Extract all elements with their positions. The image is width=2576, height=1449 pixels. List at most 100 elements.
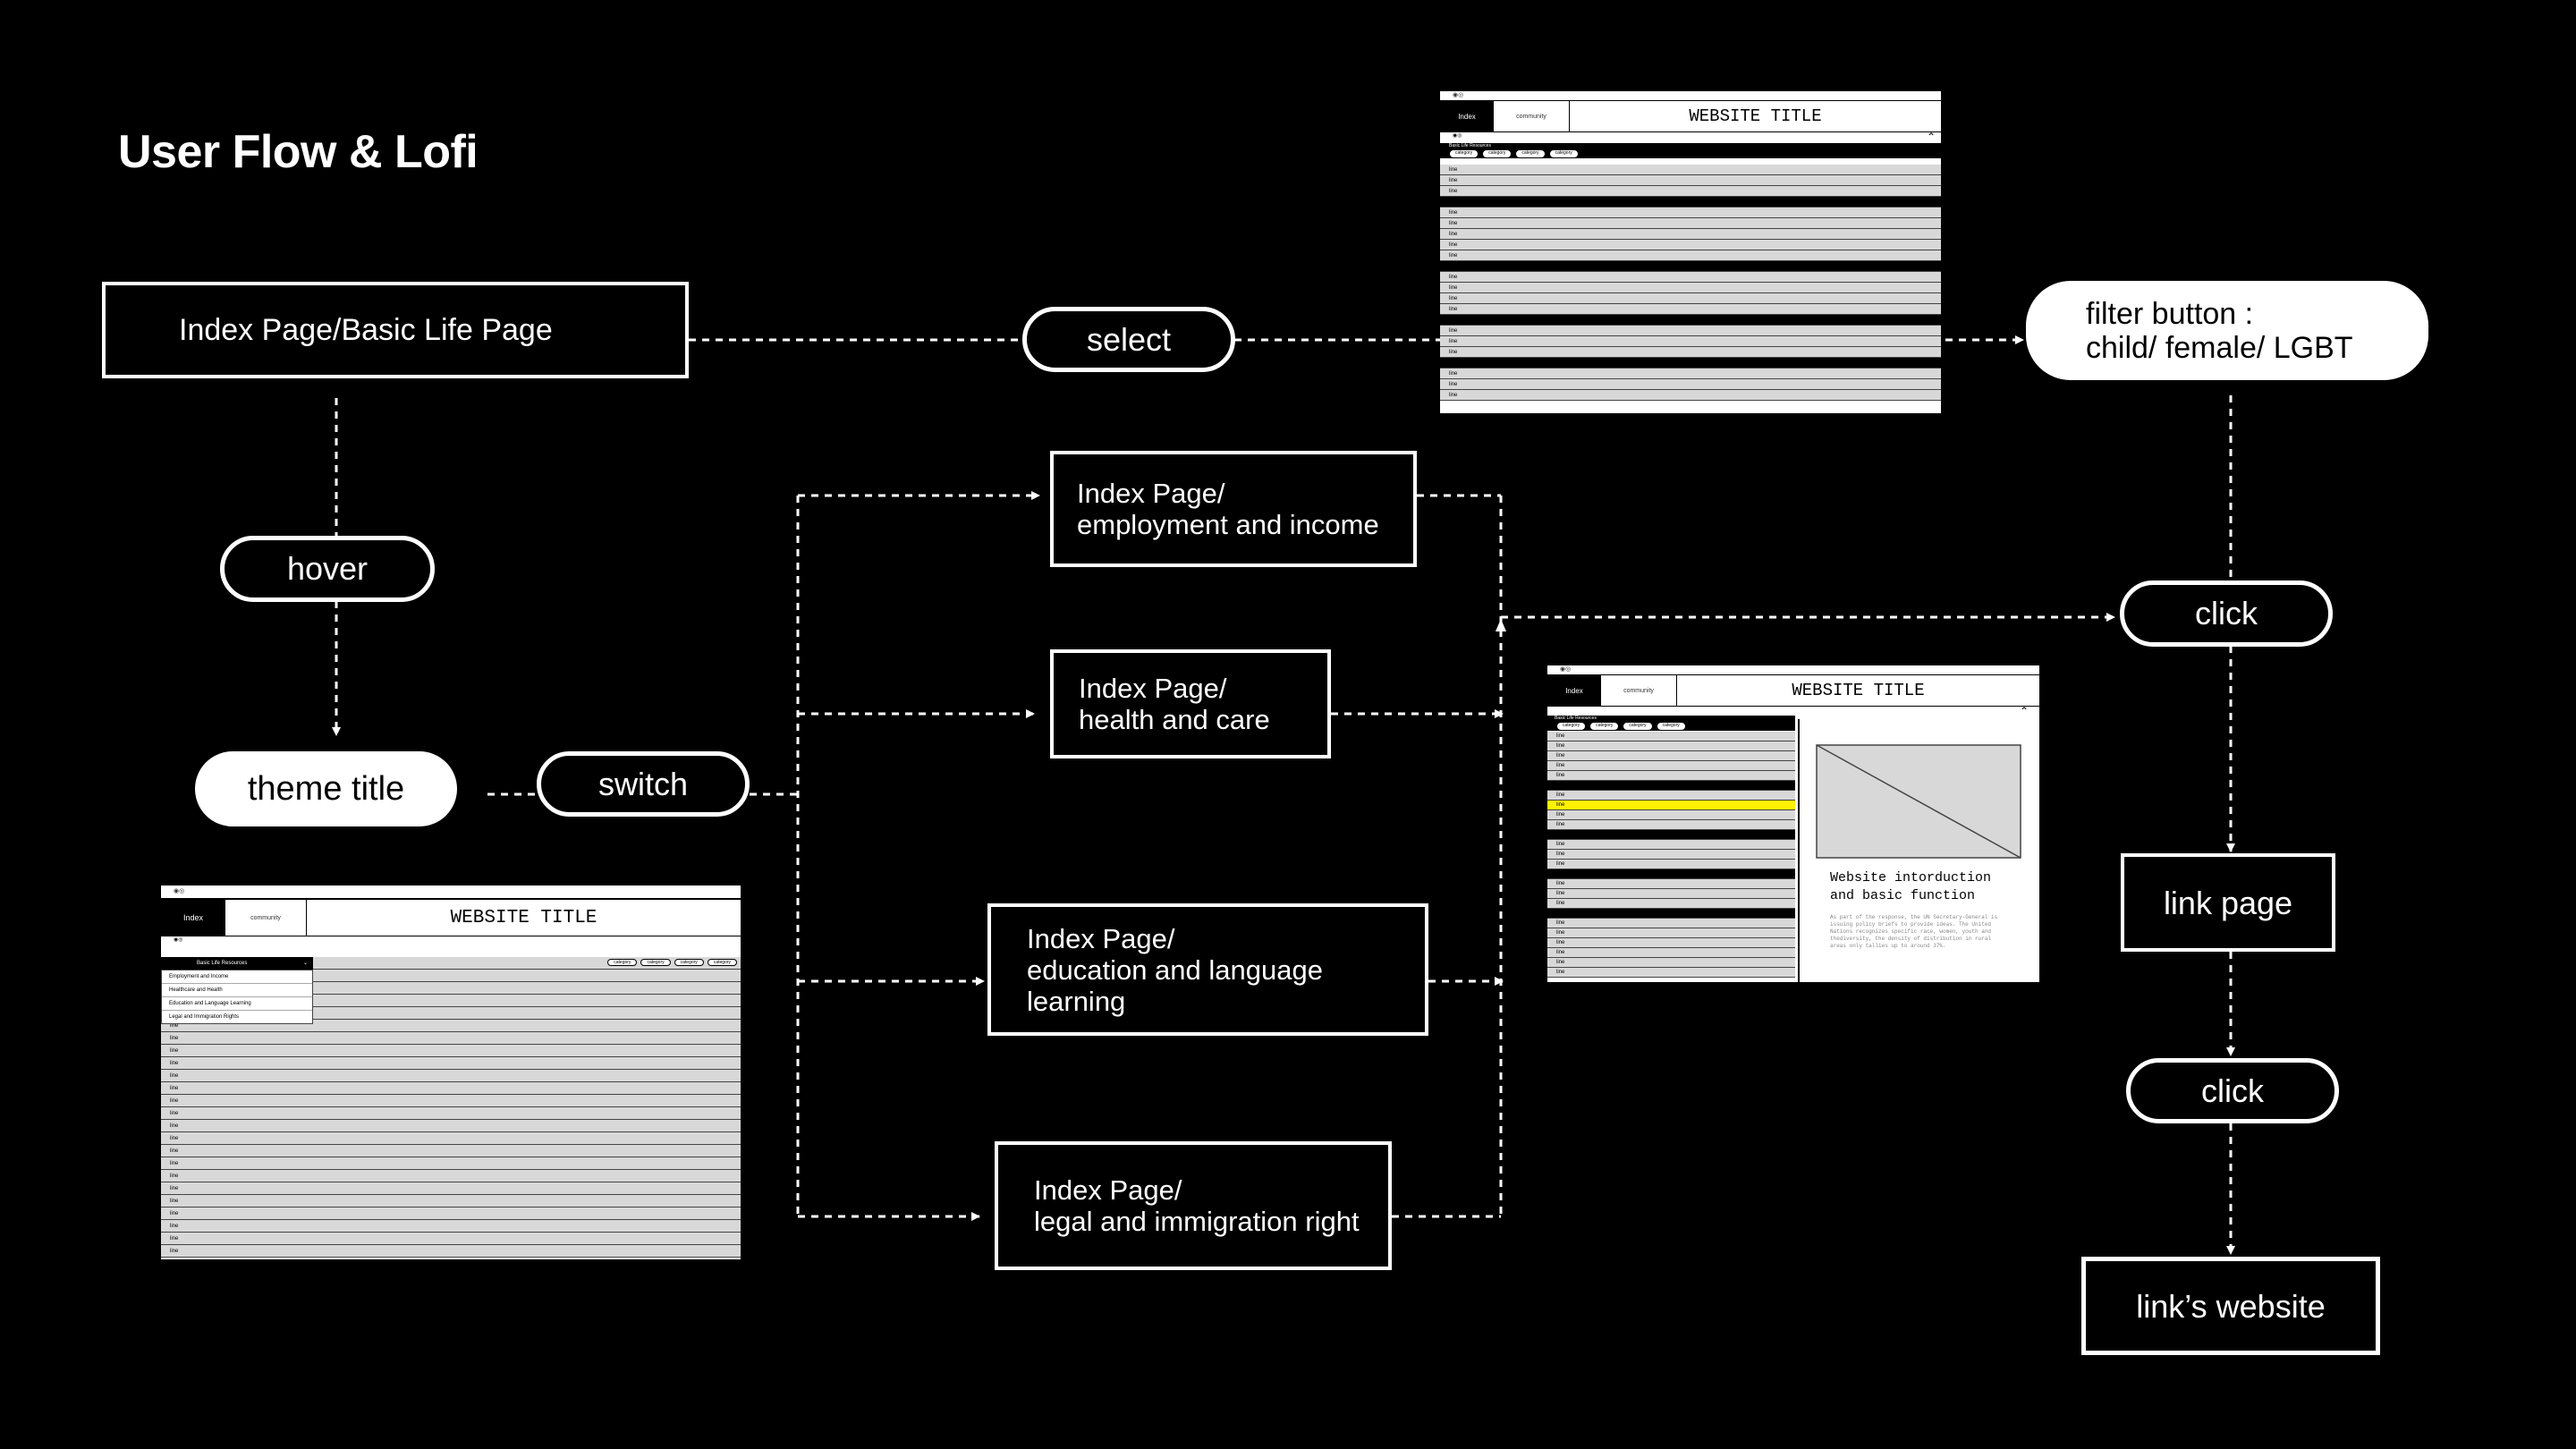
wf-list-row[interactable]: line [1440, 390, 1941, 401]
wf-category-tab[interactable]: category [1449, 149, 1479, 158]
wf-list-row[interactable]: line [1440, 272, 1941, 283]
wf-list-row[interactable]: line [1547, 928, 1795, 938]
wf-list-row[interactable] [1440, 197, 1941, 208]
wf-list-row[interactable]: line [1440, 336, 1941, 347]
wf-list-row[interactable]: line [1547, 751, 1795, 761]
link-page-node[interactable]: link page [2121, 853, 2335, 952]
wf-list-row[interactable]: line [1547, 919, 1795, 928]
wf-dropdown-item[interactable]: Employment and Income [162, 970, 312, 984]
wf-list-row[interactable]: line [1547, 850, 1795, 860]
wf-list-row[interactable]: line [1440, 369, 1941, 379]
wf-list-row[interactable]: line [1547, 889, 1795, 899]
wf-list-row[interactable] [1547, 909, 1795, 919]
links-website-node[interactable]: link’s website [2081, 1257, 2380, 1355]
wf-list-row[interactable]: line [1547, 810, 1795, 820]
wf-list-row[interactable]: line [1547, 879, 1795, 889]
wf-list-row[interactable]: line [1547, 968, 1795, 978]
wf-list-row[interactable]: line [1440, 229, 1941, 240]
wf-list-row[interactable]: line [161, 1057, 741, 1070]
wf-list-row[interactable]: line [1547, 899, 1795, 909]
wf-list-row[interactable]: line [1547, 860, 1795, 869]
wf-tab-index[interactable]: Index [161, 900, 225, 936]
wf-list-row[interactable]: line [1440, 293, 1941, 304]
wf-list-row[interactable]: line [161, 1082, 741, 1095]
wf-category-tab[interactable]: category [1656, 722, 1686, 731]
wf-dropdown-item[interactable]: Legal and Immigration Rights [169, 1014, 240, 1020]
wf-list-row[interactable]: line [1547, 938, 1795, 948]
wf-list-row[interactable]: line [161, 1220, 741, 1233]
health-care-node[interactable]: Index Page/ health and care [1050, 649, 1331, 758]
wf-category-tab[interactable]: category [1556, 722, 1587, 731]
wf-list-row[interactable] [1547, 830, 1795, 840]
filter-button-node[interactable]: filter button : child/ female/ LGBT [2026, 281, 2428, 380]
wf-list-row[interactable]: line [1547, 820, 1795, 830]
wf-category-tab[interactable]: category [1515, 149, 1546, 158]
wf-list-row[interactable]: line [1440, 165, 1941, 175]
wf-category-tab[interactable]: category [1548, 149, 1579, 158]
wf-list-row[interactable]: line [161, 1032, 741, 1045]
switch-pill[interactable]: switch [537, 751, 750, 817]
wf-tab-community[interactable]: community [225, 900, 307, 936]
wf-list-row[interactable] [1440, 315, 1941, 326]
click-pill-1[interactable]: click [2120, 580, 2333, 647]
wf-dropdown-trigger[interactable]: Basic Life Resources ⌄ [161, 957, 313, 970]
wf-tab-community[interactable]: community [1601, 675, 1677, 706]
chevron-up-icon[interactable]: ⌃ [2019, 705, 2029, 717]
wf-list-row[interactable]: line [1440, 283, 1941, 293]
wf-list-row[interactable]: line [1547, 771, 1795, 781]
theme-title-node[interactable]: theme title [195, 751, 457, 826]
wf-list-row[interactable]: line [1547, 741, 1795, 751]
wf-list-row[interactable]: line [1440, 218, 1941, 229]
wf-category-tab[interactable]: category [674, 959, 704, 966]
select-pill[interactable]: select [1022, 307, 1235, 372]
wf-list-row[interactable] [1547, 781, 1795, 791]
wf-list-row[interactable]: line [161, 1045, 741, 1057]
wf-list-row[interactable]: line [1440, 347, 1941, 358]
wf-list-row[interactable]: line [161, 1145, 741, 1157]
wf-list-row[interactable]: line [1440, 379, 1941, 390]
wf-list-row[interactable]: line [161, 1120, 741, 1132]
wf-list-row[interactable]: line [161, 1157, 741, 1170]
wf-category-tab[interactable]: category [607, 959, 638, 966]
wf-list-row[interactable]: line [1547, 791, 1795, 801]
wf-category-tab[interactable]: category [1623, 722, 1653, 731]
wf-list-row[interactable]: line [1547, 732, 1795, 741]
wf-category-tab[interactable]: category [707, 959, 737, 966]
wf-list-row[interactable]: line [161, 1095, 741, 1107]
wf-list-row[interactable]: line [161, 1245, 741, 1258]
wf-list-row[interactable]: line [161, 1208, 741, 1220]
wf-list-row[interactable]: line [161, 1070, 741, 1082]
wf-list-row[interactable]: line [161, 1170, 741, 1182]
wf-list-row[interactable] [1547, 869, 1795, 879]
wf-tab-index[interactable]: Index [1547, 675, 1601, 706]
wf-list-row[interactable]: line [1547, 801, 1795, 810]
legal-immigration-node[interactable]: Index Page/ legal and immigration right [995, 1141, 1392, 1270]
chevron-up-icon[interactable]: ⌃ [1926, 131, 1936, 143]
wf-list-row[interactable]: line [1547, 840, 1795, 850]
wf-list-row[interactable]: line [161, 1233, 741, 1245]
wf-list-row[interactable]: line [1440, 175, 1941, 186]
wf-list-row[interactable] [1440, 261, 1941, 272]
wf-list-row[interactable]: line [1440, 250, 1941, 261]
wf-list-row[interactable]: line [161, 1107, 741, 1120]
wf-list-row[interactable]: line [161, 1182, 741, 1195]
index-basic-life-node[interactable]: Index Page/Basic Life Page [102, 282, 689, 378]
education-language-node[interactable]: Index Page/ education and language learn… [987, 903, 1428, 1036]
wf-list-row[interactable]: line [161, 1132, 741, 1145]
wf-list-row[interactable]: line [1440, 186, 1941, 197]
employment-income-node[interactable]: Index Page/ employment and income [1050, 451, 1417, 567]
click-pill-2[interactable]: click [2126, 1058, 2339, 1123]
wf-tab-index[interactable]: Index [1440, 101, 1494, 131]
wf-list-row[interactable]: line [1440, 240, 1941, 250]
wf-dropdown-item[interactable]: Healthcare and Health [162, 984, 312, 997]
wf-list-row[interactable]: line [1547, 958, 1795, 968]
hover-pill[interactable]: hover [220, 536, 435, 602]
wf-list-row[interactable]: line [1440, 304, 1941, 315]
wf-list-row[interactable]: line [1547, 761, 1795, 771]
wf-category-tab[interactable]: category [640, 959, 671, 966]
wf-list-row[interactable]: line [1440, 326, 1941, 336]
wf-list-row[interactable]: line [161, 1195, 741, 1208]
wf-category-tab[interactable]: category [1482, 149, 1513, 158]
wf-list-row[interactable]: line [1440, 208, 1941, 218]
wf-dropdown-item[interactable]: Education and Language Learning [162, 997, 312, 1011]
